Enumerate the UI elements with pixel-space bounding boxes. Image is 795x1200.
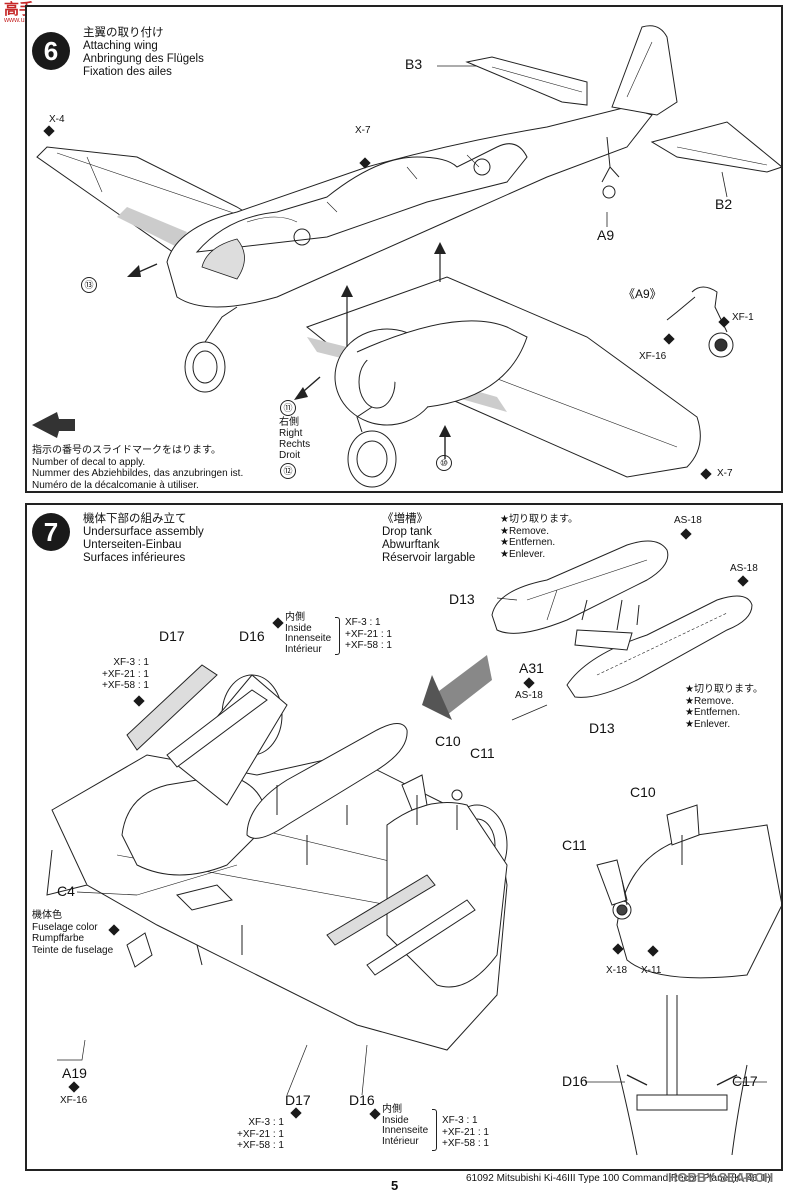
paint-xf16-label: XF-16 xyxy=(639,351,667,362)
paint-mix-top: XF-3 : 1+XF-21 : 1+XF-58 : 1 xyxy=(345,617,392,651)
paint-mix-bottom-left: XF-3 : 1+XF-21 : 1+XF-58 : 1 xyxy=(237,1117,284,1151)
step-6-aircraft-drawing xyxy=(32,25,781,488)
decal-13-marker: ⑬ xyxy=(81,277,97,293)
part-d16-bottom-label: D16 xyxy=(349,1092,375,1108)
a9-detail-label: 《A9》 xyxy=(623,287,662,301)
part-c10-detail-label: C10 xyxy=(630,784,656,800)
decal-instruction-note: 指示の番号のスライドマークをはります。Number of decal to ap… xyxy=(32,445,244,491)
part-a9-label: A9 xyxy=(597,227,615,243)
paint-xf1-label: XF-1 xyxy=(732,312,754,323)
part-c11-label: C11 xyxy=(470,745,495,761)
step-7-assembly-drawing xyxy=(46,540,781,1156)
bracket xyxy=(335,617,340,655)
decal-12-marker: ⑫ xyxy=(280,463,296,479)
part-b3-label: B3 xyxy=(405,56,423,72)
part-c4-label: C4 xyxy=(57,883,75,899)
as18-label-a: AS-18 xyxy=(674,515,702,526)
step-6-number: 6 xyxy=(32,32,70,70)
part-c17-detail-label: C17 xyxy=(732,1073,758,1089)
part-d17-bottom-label: D17 xyxy=(285,1092,311,1108)
remove-note-top: ★切り取ります。★Remove.★Entfernen.★Enlever. xyxy=(500,514,578,560)
page-number: 5 xyxy=(391,1178,399,1193)
as18-label-c: AS-18 xyxy=(515,690,543,701)
decal-10-marker: ⑩ xyxy=(436,455,452,471)
step-7-number: 7 xyxy=(32,513,70,551)
part-c10-label: C10 xyxy=(435,733,461,749)
part-a31-label: A31 xyxy=(519,660,544,676)
decal-11-marker: ⑪ xyxy=(280,400,296,416)
hobby-search-watermark: HOBBY SEARCH xyxy=(668,1170,774,1185)
part-d16-top-label: D16 xyxy=(239,628,265,644)
paint-xf16-label: XF-16 xyxy=(60,1095,88,1106)
part-d16-detail-label: D16 xyxy=(562,1073,588,1089)
paint-x4-label: X-4 xyxy=(49,114,65,125)
bracket xyxy=(432,1109,437,1151)
paint-mix-left: XF-3 : 1+XF-21 : 1+XF-58 : 1 xyxy=(102,657,149,691)
paint-x11-label: X-11 xyxy=(641,965,662,976)
paint-x18-label: X-18 xyxy=(606,965,628,976)
kit-caption: 61092 Mitsubishi Ki-46III Type 100 Comma… xyxy=(466,1173,771,1184)
paint-mix-bottom-right: XF-3 : 1+XF-21 : 1+XF-58 : 1 xyxy=(442,1115,489,1149)
part-c11-detail-label: C11 xyxy=(562,837,587,853)
paint-x7-bottom-label: X-7 xyxy=(717,468,733,479)
as18-label-b: AS-18 xyxy=(730,563,758,574)
part-d17-top-label: D17 xyxy=(159,628,185,644)
paint-x7-top-label: X-7 xyxy=(355,125,371,136)
part-a19-label: A19 xyxy=(62,1065,87,1081)
remove-note-bottom: ★切り取ります。★Remove.★Entfernen.★Enlever. xyxy=(685,684,763,730)
part-d13-label-a: D13 xyxy=(449,591,475,607)
part-b2-label: B2 xyxy=(715,196,733,212)
part-d13-label-b: D13 xyxy=(589,720,615,736)
